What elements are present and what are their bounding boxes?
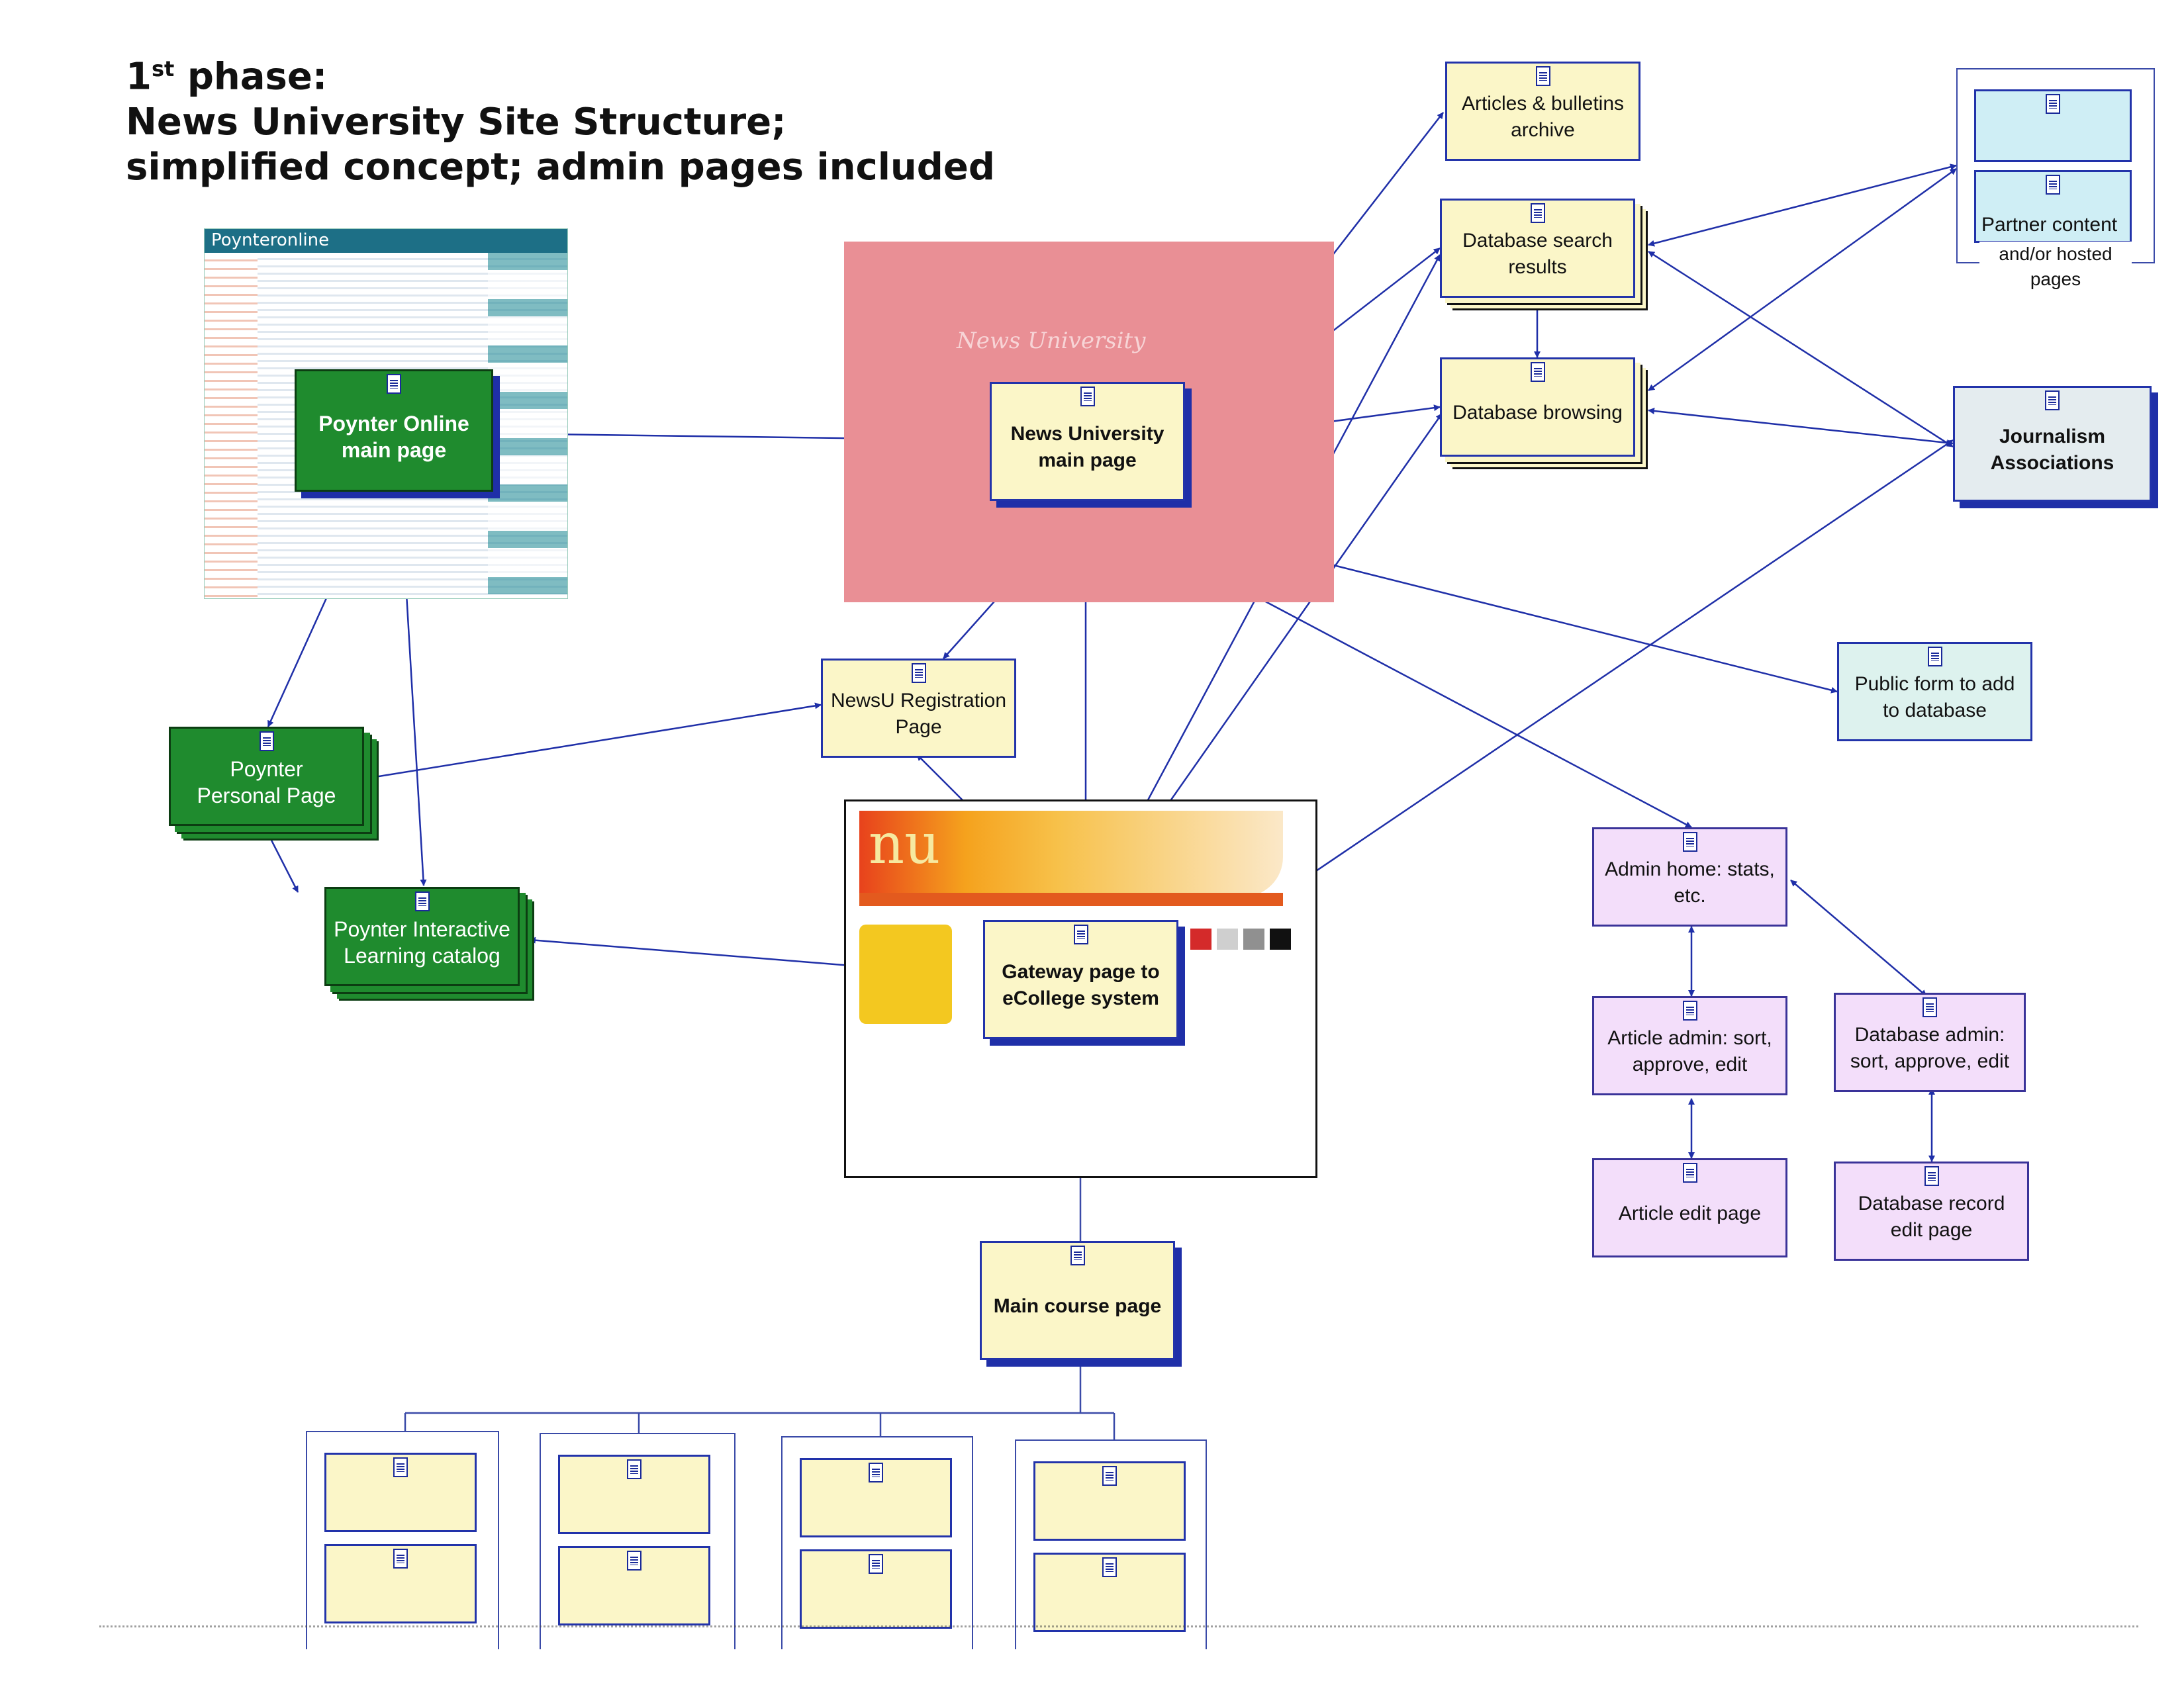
document-icon: [1530, 362, 1545, 382]
document-icon: [627, 1459, 641, 1479]
document-icon: [1927, 647, 1942, 666]
node-label: Database browsing: [1452, 402, 1623, 424]
connector-browsing-partner: [1648, 167, 1957, 392]
node-label: Poynter Personal Page: [197, 757, 336, 807]
document-icon: [1530, 203, 1545, 223]
database-search-results-node[interactable]: Database search results: [1440, 199, 1635, 298]
nu-logo: nu: [869, 811, 941, 876]
main-course-page-node[interactable]: Main course page: [980, 1241, 1175, 1360]
node-label: Articles & bulletins archive: [1461, 93, 1625, 141]
course-module-1-page-1[interactable]: [324, 1453, 477, 1532]
connector-browsing-journalism: [1648, 408, 1954, 446]
node-label: NewsU Registration Page: [830, 690, 1007, 738]
connector-personal-registration: [370, 702, 822, 780]
document-icon: [259, 731, 274, 751]
course-module-4-page-1[interactable]: [1033, 1461, 1186, 1541]
document-icon: [393, 1457, 408, 1477]
node-label: Gateway page to eCollege system: [1002, 961, 1160, 1009]
title-line-3: simplified concept; admin pages included: [126, 145, 995, 189]
poynter-catalog-node[interactable]: Poynter Interactive Learning catalog: [324, 887, 520, 986]
course-module-3-page-1[interactable]: [800, 1458, 952, 1537]
connector-personal-catalog: [263, 827, 299, 893]
document-icon: [1080, 387, 1095, 406]
connector-admin-database: [1790, 880, 1927, 997]
node-label: Main course page: [993, 1295, 1162, 1317]
article-admin-node[interactable]: Article admin: sort, approve, edit: [1592, 996, 1787, 1095]
title-line-2: News University Site Structure;: [126, 100, 786, 144]
document-icon: [1073, 925, 1088, 944]
document-icon: [1923, 997, 1937, 1017]
journalism-associations-node[interactable]: Journalism Associations: [1953, 386, 2152, 502]
database-record-edit-node[interactable]: Database record edit page: [1834, 1162, 2029, 1261]
diagram-title: 1st phase: News University Site Structur…: [126, 46, 995, 190]
newsu-watermark: News University: [957, 328, 1146, 354]
document-icon: [911, 663, 926, 683]
partner-node-1[interactable]: [1974, 89, 2132, 162]
poynter-personal-page-node[interactable]: Poynter Personal Page: [169, 727, 364, 826]
poynter-online-main-node[interactable]: Poynter Online main page: [295, 369, 493, 492]
node-label: Poynter Online main page: [318, 411, 469, 462]
document-icon: [1102, 1466, 1117, 1486]
database-admin-node[interactable]: Database admin: sort, approve, edit: [1834, 993, 2026, 1092]
document-icon: [387, 374, 401, 394]
course-module-4-page-2[interactable]: [1033, 1553, 1186, 1632]
node-label: Database admin: sort, approve, edit: [1850, 1024, 2010, 1072]
admin-home-node[interactable]: Admin home: stats, etc.: [1592, 827, 1787, 927]
document-icon: [1682, 1001, 1697, 1021]
document-icon: [2046, 175, 2060, 195]
database-browsing-node[interactable]: Database browsing: [1440, 357, 1635, 457]
document-icon: [1102, 1557, 1117, 1577]
document-icon: [1070, 1246, 1085, 1265]
node-label: Public form to add to database: [1854, 673, 2015, 721]
partner-content-node[interactable]: Partner content: [1974, 170, 2132, 243]
document-icon: [1535, 66, 1550, 86]
articles-archive-node[interactable]: Articles & bulletins archive: [1445, 62, 1640, 161]
node-label: Database record edit page: [1858, 1193, 2005, 1241]
course-module-2-page-1[interactable]: [558, 1455, 710, 1534]
document-icon: [393, 1549, 408, 1569]
phase-number: 1: [126, 55, 152, 99]
node-label: News University main page: [1010, 423, 1164, 471]
connector-search-partner: [1648, 163, 1957, 247]
course-module-2-page-2[interactable]: [558, 1546, 710, 1625]
document-icon: [869, 1463, 883, 1482]
node-label: Partner content: [1981, 214, 2118, 236]
document-icon: [414, 891, 430, 911]
document-icon: [1682, 832, 1697, 852]
document-icon: [627, 1551, 641, 1571]
document-icon: [1924, 1166, 1939, 1186]
node-label: Article admin: sort, approve, edit: [1607, 1027, 1772, 1075]
node-label: Admin home: stats, etc.: [1605, 858, 1775, 907]
document-icon: [1682, 1163, 1697, 1183]
document-icon: [2046, 94, 2060, 114]
node-label: Poynter Interactive Learning catalog: [334, 917, 510, 968]
cropped-footer: [99, 1619, 2138, 1627]
node-label: Database search results: [1462, 230, 1613, 278]
gateway-page-node[interactable]: Gateway page to eCollege system: [983, 920, 1178, 1039]
phase-word: phase:: [187, 55, 328, 99]
course-module-3-page-2[interactable]: [800, 1549, 952, 1629]
document-icon: [2045, 390, 2060, 410]
news-university-main-node[interactable]: News University main page: [990, 382, 1185, 501]
poynter-brand: Poynteronline: [211, 230, 330, 250]
article-edit-node[interactable]: Article edit page: [1592, 1158, 1787, 1257]
registration-page-node[interactable]: NewsU Registration Page: [821, 659, 1016, 758]
course-module-1-page-2[interactable]: [324, 1544, 477, 1623]
public-form-node[interactable]: Public form to add to database: [1837, 642, 2032, 741]
poynter-screenshot: Poynteronline: [204, 228, 568, 599]
document-icon: [869, 1554, 883, 1574]
node-label: Journalism Associations: [1990, 425, 2114, 474]
node-label: Article edit page: [1618, 1203, 1762, 1224]
partner-caption: and/or hosted pages: [1979, 242, 2132, 292]
phase-suffix: st: [151, 56, 175, 81]
